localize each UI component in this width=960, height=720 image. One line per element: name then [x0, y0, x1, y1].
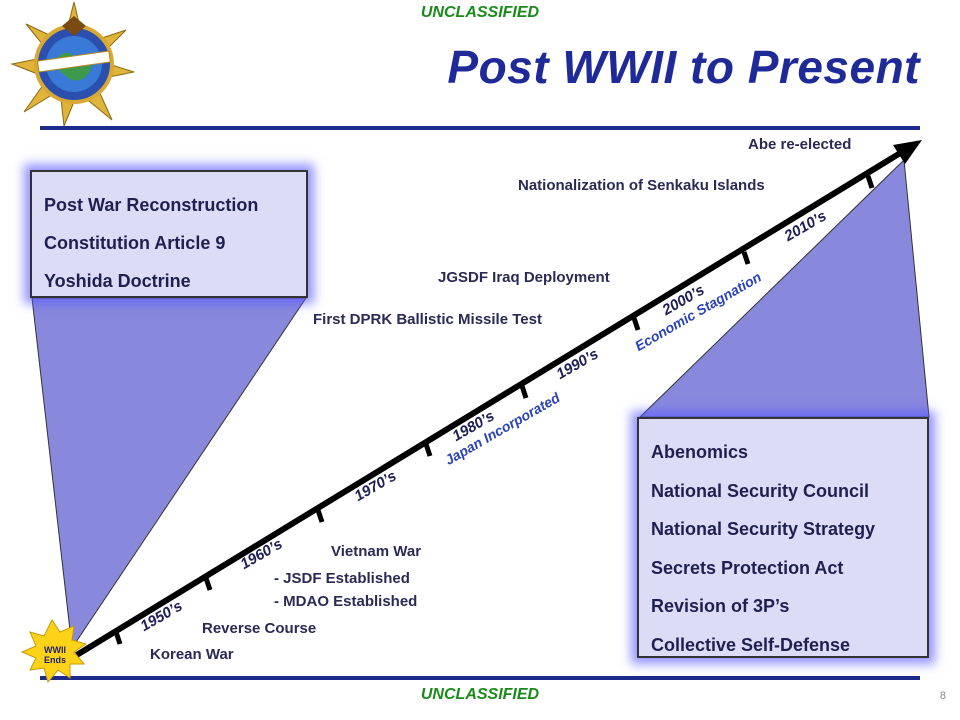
timeline-tick	[113, 631, 123, 645]
bottom-divider	[40, 676, 920, 680]
right-panel-item: Collective Self-Defense	[651, 634, 851, 655]
event-mdao: - MDAO Established	[274, 593, 418, 610]
arrow-head-icon	[893, 140, 922, 164]
page-title: Post WWII to Present	[447, 41, 920, 93]
event-vietnam-war: Vietnam War	[331, 543, 422, 560]
timeline-tick	[741, 251, 751, 265]
event-korean-war: Korean War	[150, 646, 234, 663]
right-panel-item: Abenomics	[651, 442, 749, 462]
timeline-tick	[423, 443, 433, 457]
timeline-tick	[865, 175, 875, 189]
right-panel-item: Secrets Protection Act	[651, 557, 844, 578]
classification-bottom: UNCLASSIFIED	[420, 686, 540, 703]
event-iraq-deployment: JGSDF Iraq Deployment	[438, 269, 610, 286]
left-panel-item: Constitution Article 9	[44, 233, 226, 253]
event-abe-reelected: Abe re-elected	[748, 136, 852, 153]
top-divider	[40, 126, 920, 130]
burst-icon	[20, 619, 88, 684]
event-reverse-course: Reverse Course	[202, 620, 317, 637]
right-panel-item: National Security Strategy	[651, 519, 876, 539]
timeline-tick	[519, 385, 529, 399]
timeline-tick	[315, 509, 325, 523]
left-wedge	[31, 297, 307, 650]
left-panel-item: Yoshida Doctrine	[44, 271, 191, 291]
event-dprk-missile-test: First DPRK Ballistic Missile Test	[313, 311, 542, 328]
timeline-tick	[203, 577, 213, 591]
timeline-tick	[631, 317, 641, 331]
event-senkaku: Nationalization of Senkaku Islands	[518, 177, 765, 194]
right-panel-item: National Security Council	[651, 480, 870, 501]
classification-top: UNCLASSIFIED	[420, 4, 540, 21]
timeline-ticks	[113, 175, 875, 645]
event-jsdf: - JSDF Established	[274, 570, 410, 587]
left-panel-item: Post War Reconstruction	[44, 195, 259, 215]
timeline-arrow	[60, 149, 904, 667]
wwii-ends-label: WWII Ends	[43, 645, 66, 665]
page-number: 8	[939, 690, 946, 702]
right-panel-item: Revision of 3P’s	[651, 596, 790, 616]
left-panel: Post War Reconstruction Constitution Art…	[30, 170, 308, 298]
seal-icon	[10, 1, 135, 127]
right-panel: Abenomics National Security Council Nati…	[637, 417, 929, 658]
